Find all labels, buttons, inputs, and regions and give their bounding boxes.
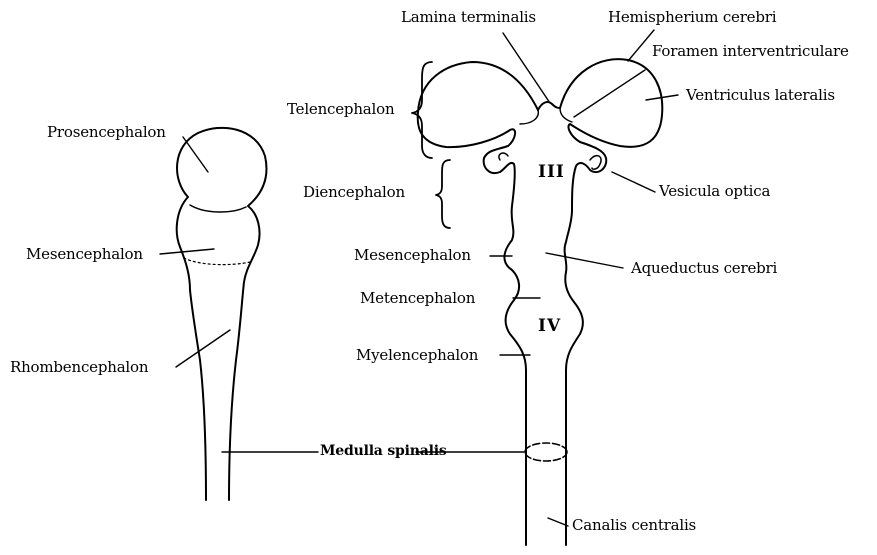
label-foramen-interventriculare: Foramen interventriculare bbox=[652, 44, 849, 59]
optic-vesicle-left bbox=[499, 153, 508, 160]
lamina-terminalis-wall bbox=[538, 102, 560, 110]
label-vesicula-optica: Vesicula optica bbox=[659, 184, 770, 199]
optic-vesicle-right bbox=[590, 156, 601, 170]
leader-mesencephalon-left bbox=[160, 249, 214, 254]
label-telencephalon: Telencephalon bbox=[287, 102, 394, 117]
right-brain-outline-right bbox=[560, 59, 662, 545]
label-medulla-spinalis: Medulla spinalis bbox=[320, 444, 447, 458]
label-lamina-terminalis: Lamina terminalis bbox=[401, 10, 536, 25]
label-diencephalon: Diencephalon bbox=[303, 185, 405, 200]
telencephalon-bracket bbox=[412, 62, 432, 158]
leader-foramen bbox=[574, 70, 645, 117]
ventricle-wall-left bbox=[520, 110, 538, 124]
label-prosencephalon: Prosencephalon bbox=[47, 125, 166, 140]
label-ventriculus-lateralis: Ventriculus lateralis bbox=[686, 88, 835, 103]
label-mesencephalon-left: Mesencephalon bbox=[26, 247, 143, 262]
diencephalon-bracket bbox=[436, 160, 450, 228]
label-ventricle-iii: III bbox=[538, 164, 565, 181]
leader-prosencephalon bbox=[183, 137, 208, 172]
label-ventricle-iv: IV bbox=[538, 318, 561, 335]
leader-rhombencephalon bbox=[176, 330, 230, 367]
leader-hemispherium bbox=[628, 30, 654, 61]
leader-aqueductus bbox=[546, 253, 623, 268]
leader-vesicula-optica bbox=[612, 172, 655, 192]
three-vesicle-embryonic-brain bbox=[177, 128, 267, 500]
medulla-cross-section bbox=[525, 443, 567, 461]
left-brain-outline bbox=[177, 128, 267, 500]
label-myelencephalon: Myelencephalon bbox=[356, 348, 478, 363]
label-hemispherium-cerebri: Hemispherium cerebri bbox=[608, 10, 776, 25]
label-canalis-centralis: Canalis centralis bbox=[572, 518, 696, 533]
left-constriction-1 bbox=[190, 205, 246, 212]
label-mesencephalon-right: Mesencephalon bbox=[354, 248, 471, 263]
brackets bbox=[412, 62, 450, 228]
label-aqueductus-cerebri: Aqueductus cerebri bbox=[631, 261, 777, 276]
ventricle-wall-right bbox=[560, 108, 572, 122]
label-metencephalon: Metencephalon bbox=[360, 291, 475, 306]
label-rhombencephalon: Rhombencephalon bbox=[10, 360, 148, 375]
left-constriction-2 bbox=[184, 258, 250, 265]
